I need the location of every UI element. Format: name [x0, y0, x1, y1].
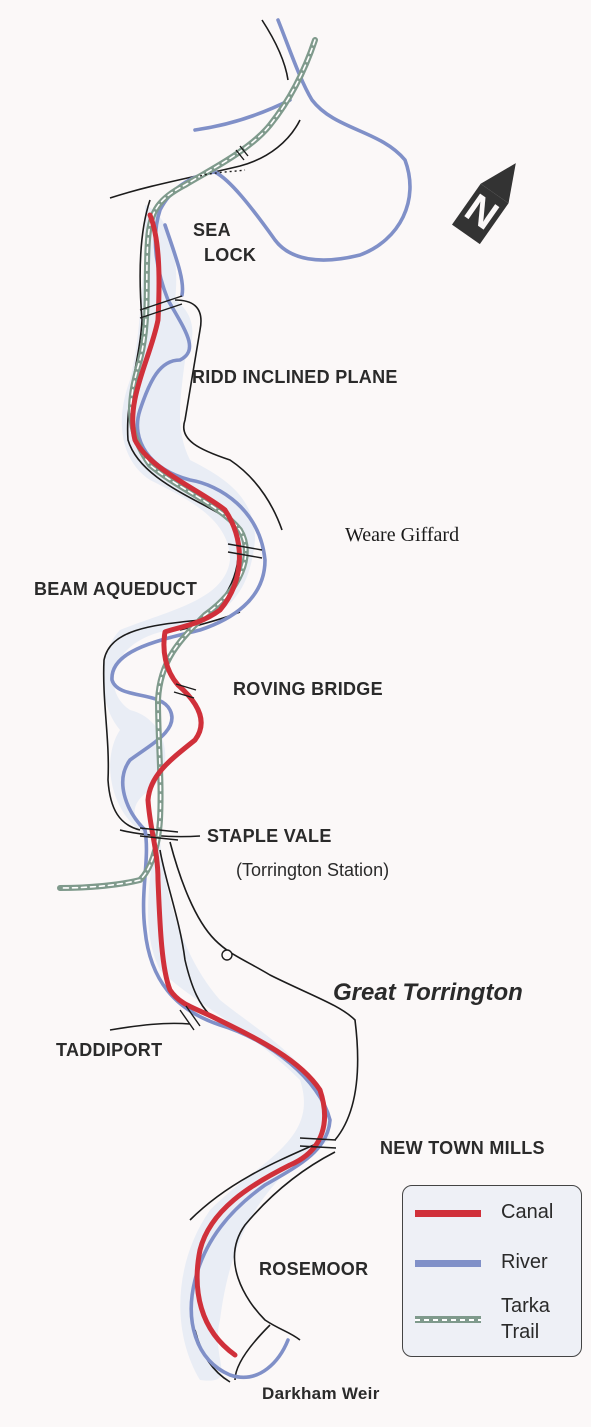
structure-marks — [139, 145, 337, 1149]
taddiport-label: TADDIPORT — [56, 1040, 163, 1060]
weare-giffard-label: Weare Giffard — [345, 524, 460, 546]
tarka-legend-label-2: Trail — [501, 1321, 540, 1343]
new-town-mills-label: NEW TOWN MILLS — [380, 1138, 545, 1158]
roving-bridge-label: ROVING BRIDGE — [233, 679, 383, 699]
rosemoor-label: ROSEMOOR — [259, 1259, 369, 1279]
ridd-inclined-plane-label: RIDD INCLINED PLANE — [192, 367, 398, 387]
sea-lock-label-1: SEA — [193, 220, 231, 240]
river-swatch — [415, 1260, 481, 1267]
sea-lock-label-2: LOCK — [204, 245, 257, 265]
tarka-legend-label-1: Tarka — [501, 1295, 550, 1317]
canal-line — [130, 212, 328, 1358]
staple-vale-label: STAPLE VALE — [207, 826, 332, 846]
canal-legend-label: Canal — [501, 1201, 554, 1223]
tarka-trail-swatch — [415, 1316, 481, 1323]
great-torrington-label: Great Torrington — [333, 979, 523, 1006]
darkham-weir-label: Darkham Weir — [262, 1384, 380, 1403]
tarka-trail-line — [57, 37, 318, 891]
legend-canal: Canal — [403, 1200, 581, 1226]
canal-swatch — [415, 1210, 481, 1217]
legend-tarka-trail: Tarka Trail — [403, 1294, 581, 1350]
river-legend-label: River — [501, 1251, 548, 1273]
beam-aqueduct-label: BEAM AQUEDUCT — [34, 579, 198, 599]
legend-river: River — [403, 1250, 581, 1276]
map-legend: Canal River Tarka Trail — [402, 1185, 582, 1357]
river-line — [110, 18, 412, 1379]
north-arrow-icon: N — [451, 163, 516, 245]
torrington-station-label: (Torrington Station) — [236, 860, 390, 880]
